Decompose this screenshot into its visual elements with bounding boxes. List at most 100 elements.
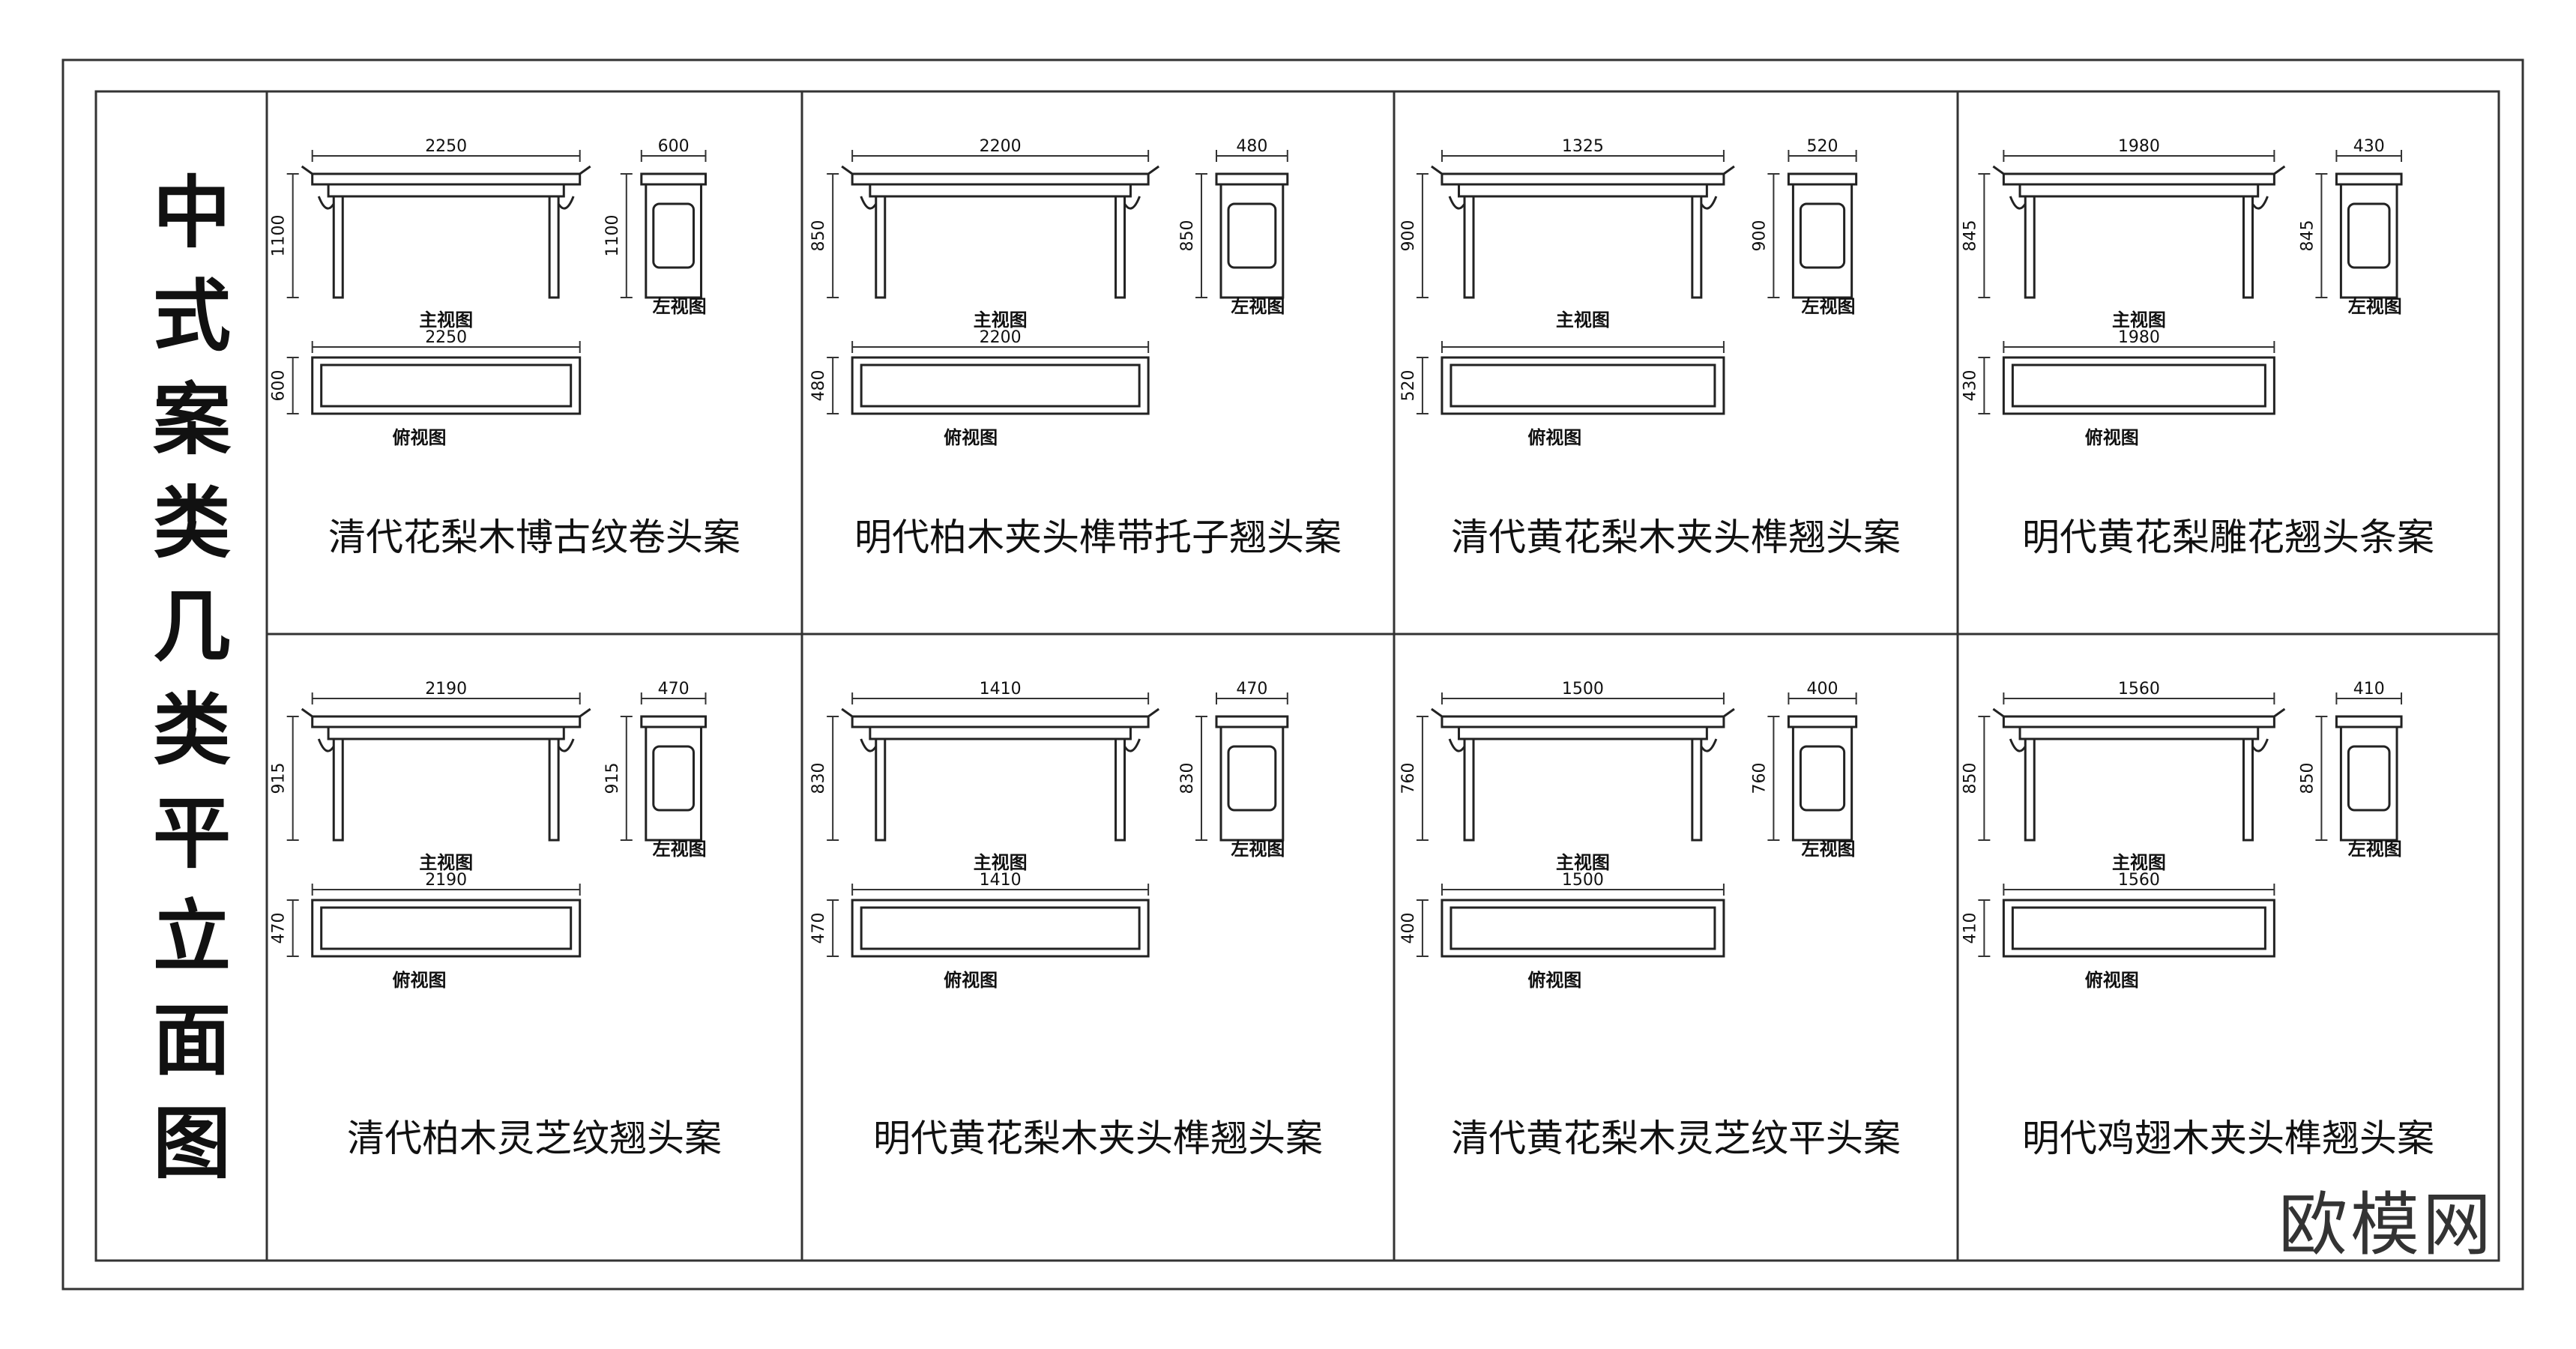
top-inner-panel (1450, 906, 1716, 950)
front-view-caption: 主视图 (2112, 852, 2166, 873)
dimension-label: 850 (809, 220, 828, 252)
dimension-label: 900 (1399, 220, 1418, 252)
leg-left (875, 737, 887, 842)
furniture-name: 明代柏木夹头榫带托子翘头案 (854, 516, 1342, 559)
leg-left (332, 195, 344, 299)
dimension-label: 2200 (980, 137, 1022, 156)
front-view-caption: 主视图 (2112, 310, 2166, 331)
furniture-name: 清代黄花梨木夹头榫翘头案 (1451, 516, 1901, 559)
title-char: 图 (153, 1098, 231, 1189)
watermark-logo: 欧模网 (2278, 1185, 2495, 1265)
leg-right (1114, 195, 1126, 299)
top-inner-panel (860, 363, 1141, 408)
furniture-name: 明代黄花梨木夹头榫翘头案 (873, 1117, 1323, 1160)
dimension-label: 1980 (2118, 328, 2160, 347)
top-inner-panel (320, 906, 573, 950)
side-view-caption: 左视图 (1802, 296, 1856, 317)
furniture-name: 明代黄花梨雕花翘头条案 (2022, 516, 2434, 559)
dimension-label: 1980 (2118, 137, 2160, 156)
carved-spandrel (2009, 196, 2027, 210)
leg-left (2024, 195, 2036, 299)
top-outline (1441, 356, 1725, 415)
leg-left (1463, 195, 1475, 299)
side-frame (645, 183, 702, 299)
title-char: 平 (153, 788, 231, 879)
apron (1457, 183, 1708, 198)
leg-left (2024, 737, 2036, 842)
dimension-label: 1410 (980, 871, 1022, 890)
dimension-label: 1500 (1562, 871, 1604, 890)
top-view-caption: 俯视图 (392, 427, 446, 448)
side-view-drawing (2335, 172, 2403, 299)
dimension-label: 1500 (1562, 680, 1604, 698)
top-view-drawing (1441, 356, 1725, 415)
tabletop (1441, 172, 1725, 186)
tabletop (2002, 172, 2275, 186)
side-view-caption: 左视图 (1231, 839, 1285, 860)
furniture-panel-p1: 22501100主视图6001100左视图2250600俯视图清代花梨木博古纹卷… (270, 137, 740, 559)
furniture-panel-p6: 1410830主视图470830左视图1410470俯视图明代黄花梨木夹头榫翘头… (809, 680, 1323, 1160)
side-panel (652, 745, 695, 812)
dimension-label: 915 (603, 763, 622, 794)
dimension-label: 470 (1236, 680, 1267, 698)
carved-spandrel (2251, 196, 2269, 210)
side-view-caption: 左视图 (1802, 839, 1856, 860)
carved-spandrel (557, 738, 575, 752)
title-char: 式 (153, 271, 231, 362)
dimension-label: 520 (1399, 370, 1418, 402)
dimension-label: 2190 (425, 680, 467, 698)
side-top (2335, 172, 2403, 186)
dimension-label: 845 (2298, 220, 2317, 252)
carved-spandrel (860, 196, 878, 210)
dimension-label: 1560 (2118, 871, 2160, 890)
tabletop (851, 172, 1150, 186)
top-outline (311, 899, 582, 958)
side-frame (1219, 725, 1285, 842)
dimension-label: 2190 (425, 871, 467, 890)
top-outline (1441, 899, 1725, 958)
dimension-label: 845 (1961, 220, 1979, 252)
leg-left (332, 737, 344, 842)
panels-layer: 22501100主视图6001100左视图2250600俯视图清代花梨木博古纹卷… (270, 137, 2434, 1160)
top-view-caption: 俯视图 (2085, 970, 2139, 991)
furniture-name: 清代柏木灵芝纹翘头案 (347, 1117, 722, 1160)
side-frame (645, 725, 702, 842)
dimension-label: 600 (658, 137, 690, 156)
side-top (640, 172, 707, 186)
dimension-label: 850 (2298, 763, 2317, 794)
top-inner-panel (860, 906, 1141, 950)
top-outline (2002, 899, 2275, 958)
title-char: 类 (153, 684, 231, 776)
leg-right (548, 195, 560, 299)
inner-frame (94, 90, 2500, 1262)
carved-spandrel (1700, 738, 1718, 752)
side-view-caption: 左视图 (653, 296, 707, 317)
leg-right (1691, 737, 1703, 842)
side-top (1787, 715, 1858, 728)
dimension-label: 430 (1961, 370, 1979, 402)
side-panel (2347, 202, 2391, 269)
dimension-label: 600 (270, 370, 289, 402)
carved-spandrel (1700, 196, 1718, 210)
front-view-drawing (1992, 707, 2286, 842)
front-view-caption: 主视图 (419, 852, 473, 873)
top-view-drawing (851, 356, 1150, 415)
top-inner-panel (320, 363, 573, 408)
dimension-label: 2250 (425, 137, 467, 156)
top-inner-panel (2011, 906, 2266, 950)
top-view-caption: 俯视图 (1527, 427, 1581, 448)
front-view-drawing (301, 707, 591, 842)
furniture-name: 清代花梨木博古纹卷头案 (328, 516, 740, 559)
furniture-panel-p2: 2200850主视图480850左视图2200480俯视图明代柏木夹头榫带托子翘… (809, 137, 1342, 559)
side-view-drawing (1787, 172, 1858, 299)
front-view-caption: 主视图 (1556, 310, 1610, 331)
front-view-caption: 主视图 (419, 310, 473, 331)
title-char: 案 (153, 374, 232, 465)
dimension-label: 1100 (270, 215, 289, 257)
dimension-label: 1100 (603, 215, 622, 257)
side-top (2335, 715, 2403, 728)
